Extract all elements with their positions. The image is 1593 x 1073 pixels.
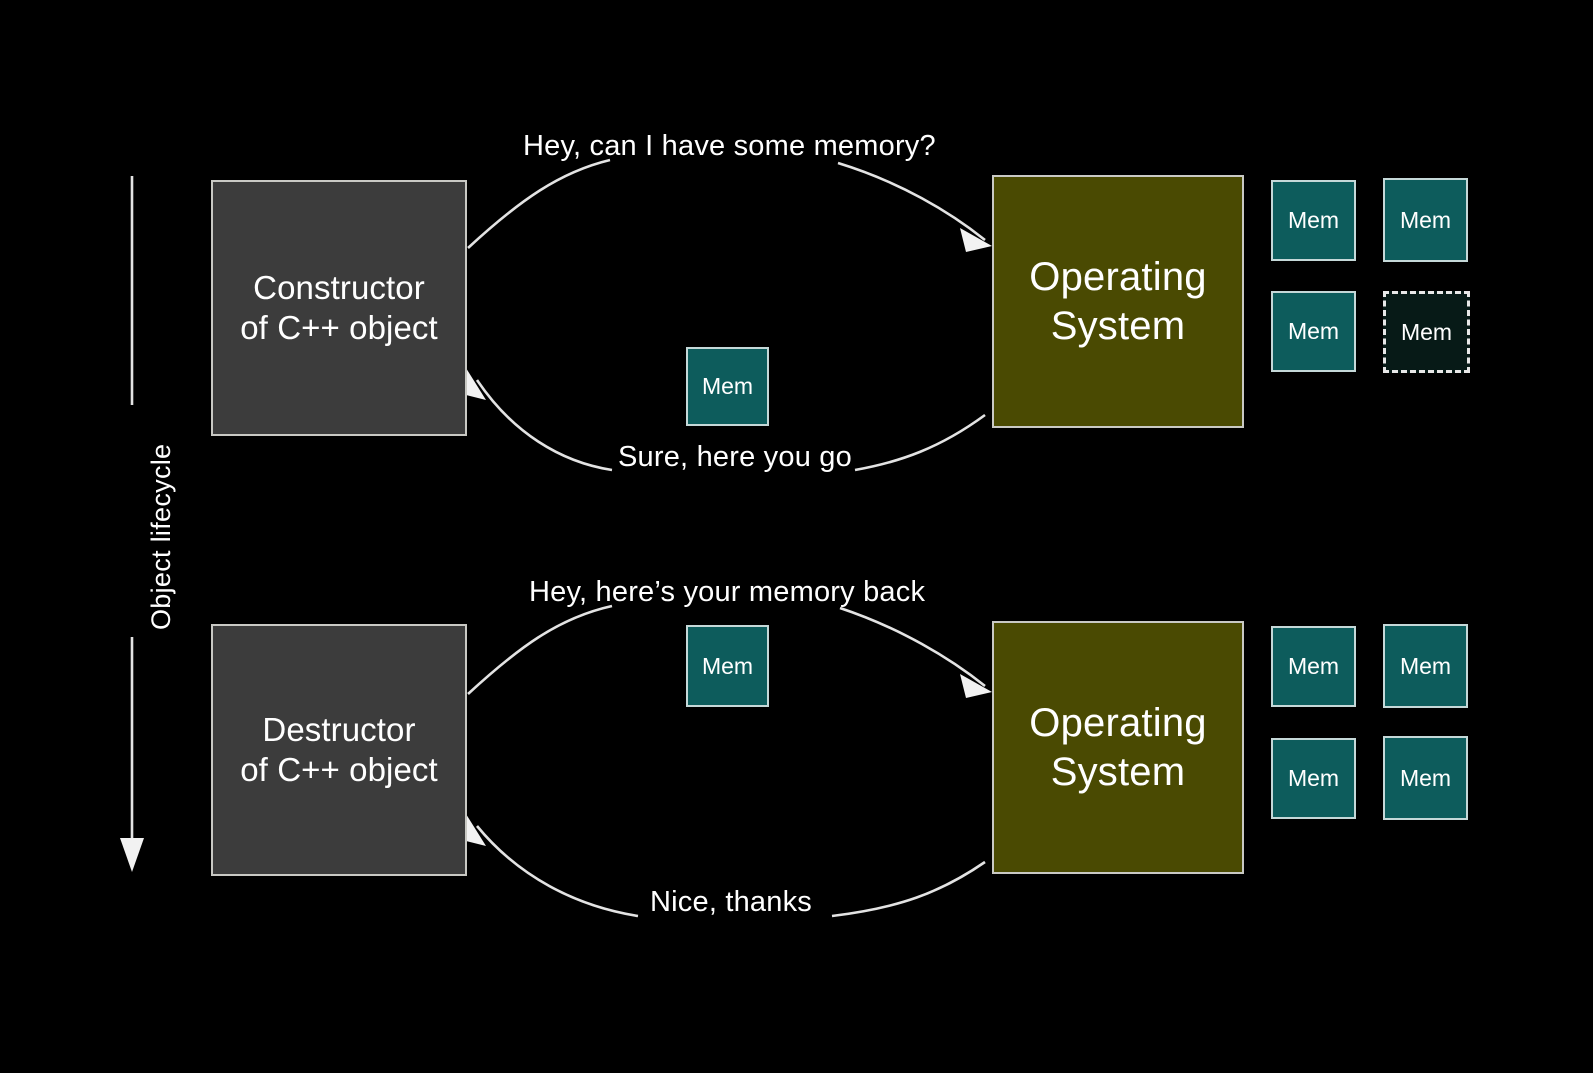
lifecycle-axis-label: Object lifecycle xyxy=(146,443,176,630)
memory-block-label: Mem xyxy=(1399,652,1452,679)
return-arrow-right-segment xyxy=(839,606,986,688)
constructor-box[interactable]: Constructor of C++ object xyxy=(211,180,467,436)
memory-block-label: Mem xyxy=(1400,318,1453,345)
memory-pool-block-top-2[interactable]: Mem xyxy=(1271,291,1356,372)
memory-block-label: Mem xyxy=(1287,207,1340,233)
response-message-label: Sure, here you go xyxy=(618,441,852,473)
memory-block-label: Mem xyxy=(1287,653,1340,679)
memory-pool-block-bottom-2[interactable]: Mem xyxy=(1271,738,1356,819)
memory-pool-block-bottom-0[interactable]: Mem xyxy=(1271,626,1356,707)
operating-system-top-label: Operating System xyxy=(1029,254,1207,348)
memory-block-label: Mem xyxy=(701,652,754,679)
ack-arrow-left-segment xyxy=(475,825,639,918)
response-arrow-left-segment xyxy=(475,379,613,472)
destructor-box-label: Destructor of C++ object xyxy=(240,710,438,788)
memory-block-label: Mem xyxy=(1287,318,1340,344)
memory-block-label: Mem xyxy=(1399,764,1452,791)
request-arrow-head-icon xyxy=(960,228,992,252)
memory-block-in-transit-bottom[interactable]: Mem xyxy=(686,625,769,707)
ack-arrow-right-segment xyxy=(831,860,986,918)
memory-pool-block-top-0[interactable]: Mem xyxy=(1271,180,1356,261)
response-arrow-right-segment xyxy=(854,413,986,472)
memory-pool-block-top-3-freed[interactable]: Mem xyxy=(1383,291,1470,373)
request-arrow-left-segment xyxy=(467,158,611,249)
memory-block-in-transit-top[interactable]: Mem xyxy=(686,347,769,426)
operating-system-box-bottom[interactable]: Operating System xyxy=(992,621,1244,874)
memory-pool-block-bottom-3[interactable]: Mem xyxy=(1383,736,1468,820)
memory-pool-block-bottom-1[interactable]: Mem xyxy=(1383,624,1468,708)
request-arrow-right-segment xyxy=(837,161,986,242)
return-arrow-head-icon xyxy=(960,674,992,698)
operating-system-bottom-label: Operating System xyxy=(1029,700,1207,794)
memory-block-label: Mem xyxy=(701,373,754,399)
destructor-box[interactable]: Destructor of C++ object xyxy=(211,624,467,876)
ack-message-label: Nice, thanks xyxy=(650,886,812,918)
return-message-label: Hey, here’s your memory back xyxy=(529,576,926,608)
memory-block-label: Mem xyxy=(1287,765,1340,791)
return-arrow-left-segment xyxy=(467,604,613,695)
operating-system-box-top[interactable]: Operating System xyxy=(992,175,1244,428)
constructor-box-label: Constructor of C++ object xyxy=(240,268,438,346)
lifecycle-arrowhead-icon xyxy=(120,838,144,872)
request-message-label: Hey, can I have some memory? xyxy=(523,130,936,162)
memory-pool-block-top-1[interactable]: Mem xyxy=(1383,178,1468,262)
memory-block-label: Mem xyxy=(1399,206,1452,233)
